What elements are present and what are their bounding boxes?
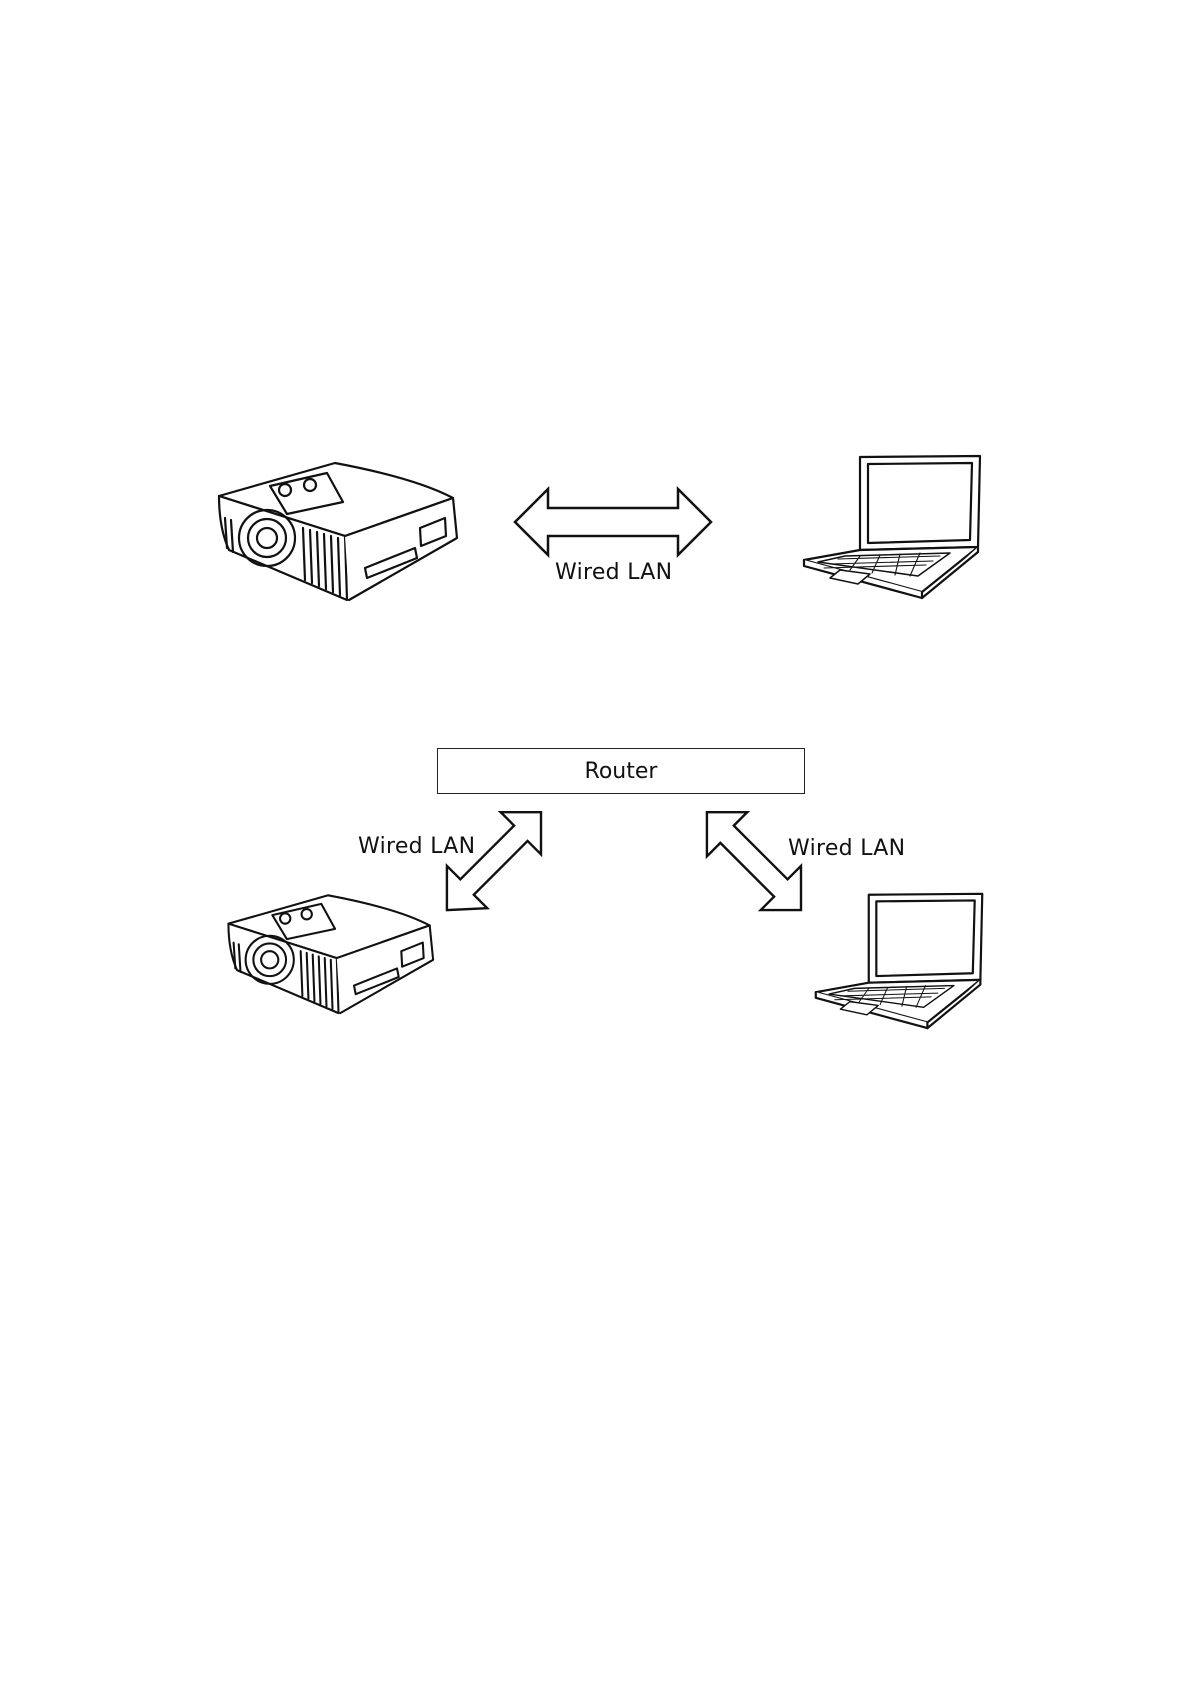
projector-icon [215, 458, 465, 608]
laptop-icon [800, 452, 985, 600]
router-label: Router [585, 759, 658, 784]
projector-icon [225, 888, 440, 1023]
double-arrow-icon [513, 487, 713, 557]
diagonal-double-arrow-icon [705, 812, 805, 912]
laptop-icon [812, 890, 987, 1030]
router-box: Router [437, 748, 805, 794]
diagonal-double-arrow-icon [445, 812, 545, 912]
wired-lan-right-label: Wired LAN [788, 836, 905, 861]
wired-lan-label: Wired LAN [555, 560, 672, 585]
